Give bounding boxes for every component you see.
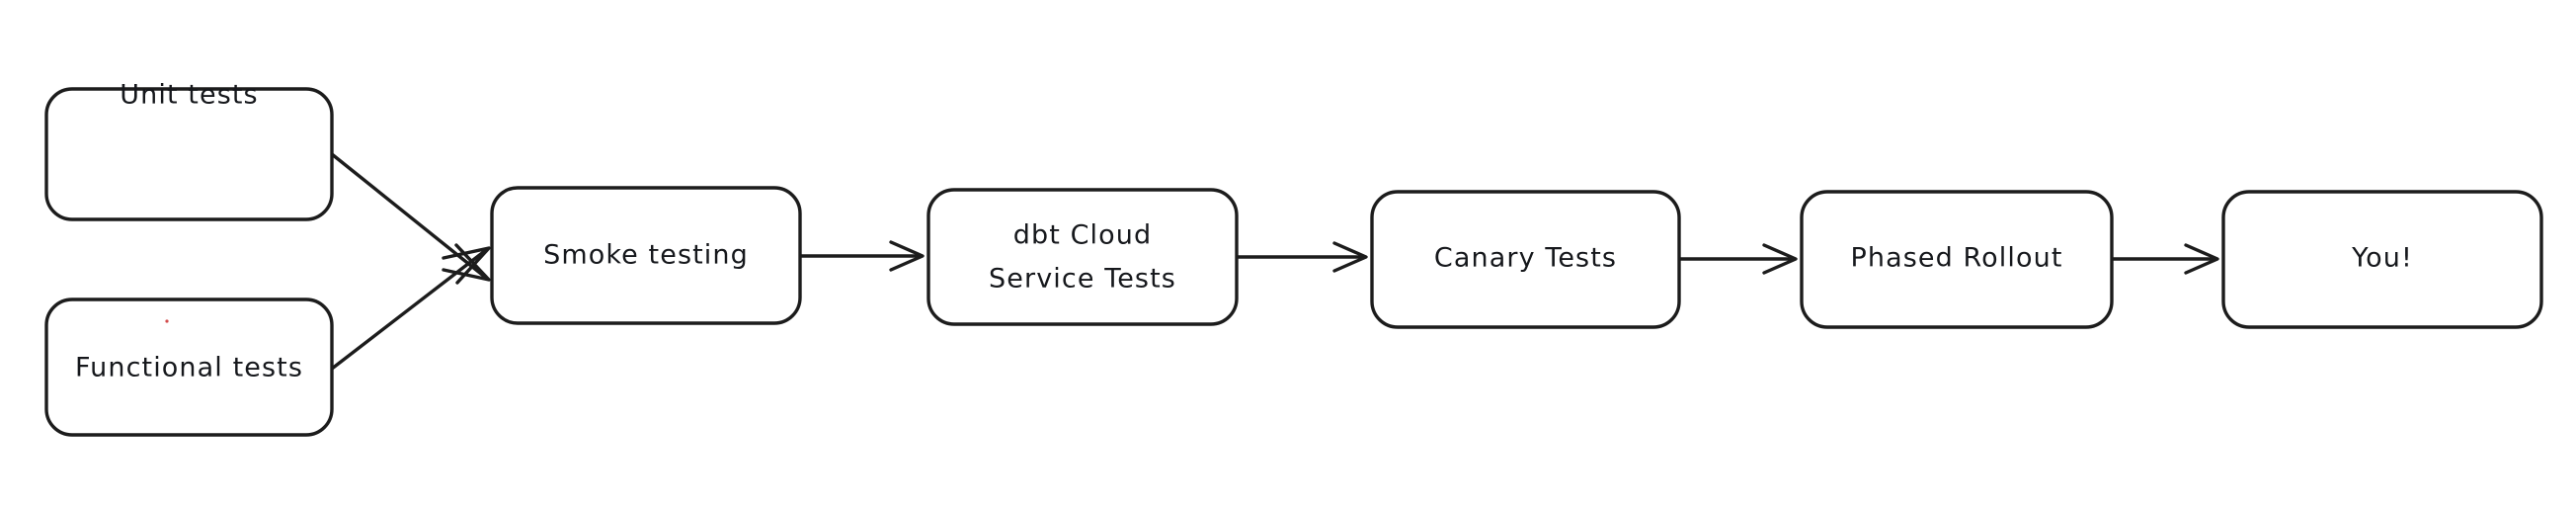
node-shape[interactable]: [1370, 190, 1681, 329]
node-shape[interactable]: [44, 87, 334, 221]
node-unit-tests[interactable]: Unit tests: [44, 80, 334, 221]
node-shape[interactable]: [44, 298, 334, 437]
edge-canary-to-phased: [1679, 243, 1798, 275]
node-shape[interactable]: [490, 186, 802, 325]
node-label-smoke-testing: Smoke testing: [543, 240, 749, 271]
node-you[interactable]: You!: [2221, 190, 2543, 329]
edge-functional-to-smoke: [330, 246, 491, 371]
node-label-phased-rollout: Phased Rollout: [1850, 243, 2062, 274]
node-functional-tests[interactable]: Functional tests: [44, 298, 334, 437]
node-shape[interactable]: [1800, 190, 2114, 329]
node-shape[interactable]: [2221, 190, 2543, 329]
node-label-you: You!: [2351, 243, 2413, 274]
node-dbt-cloud-service-tests[interactable]: dbt Cloud Service Tests: [926, 188, 1239, 326]
ink-speck: [165, 319, 169, 323]
node-smoke-testing[interactable]: Smoke testing: [490, 186, 802, 325]
node-shape[interactable]: [926, 188, 1239, 326]
edge-dbt-to-canary: [1237, 241, 1368, 273]
edge-unit-to-smoke: [330, 152, 491, 282]
node-phased-rollout[interactable]: Phased Rollout: [1800, 190, 2114, 329]
edge-phased-to-you: [2112, 243, 2219, 275]
node-label-dbt-cloud-line2: Service Tests: [989, 264, 1176, 295]
node-label-dbt-cloud-line1: dbt Cloud: [1013, 220, 1152, 251]
node-label-canary-tests: Canary Tests: [1434, 243, 1617, 274]
node-label-unit-tests: Unit tests: [120, 80, 258, 111]
node-canary-tests[interactable]: Canary Tests: [1370, 190, 1681, 329]
edge-smoke-to-dbt: [800, 240, 925, 272]
node-label-functional-tests: Functional tests: [75, 353, 303, 383]
